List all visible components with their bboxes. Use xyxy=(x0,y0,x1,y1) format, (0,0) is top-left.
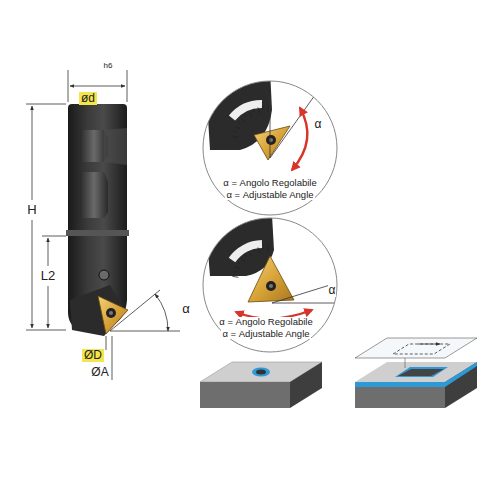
dimension-label: ØA xyxy=(90,366,109,379)
dimension-label: L2 xyxy=(40,269,56,283)
workpiece-hole xyxy=(200,362,322,408)
dimension-label: ød xyxy=(79,92,97,105)
dimension-label: H xyxy=(26,203,37,217)
angle-label: α xyxy=(328,284,337,297)
note-text: α = Angolo Regolabile xyxy=(222,178,317,188)
detail-circle xyxy=(203,70,337,215)
dimension-label: ØD xyxy=(82,349,104,362)
note-text: α = Adjustable Angle xyxy=(221,329,310,339)
note-text: α = Adjustable Angle xyxy=(225,190,314,200)
note-text: α = Angolo Regolabile xyxy=(218,317,313,327)
tolerance-label: h6 xyxy=(103,62,114,71)
detail-circle xyxy=(203,215,337,352)
cutter-body xyxy=(66,104,129,336)
workpiece-pocket xyxy=(355,338,477,408)
dimension-lines xyxy=(26,70,180,380)
angle-label: α xyxy=(314,118,323,131)
angle-label: α xyxy=(181,302,191,316)
